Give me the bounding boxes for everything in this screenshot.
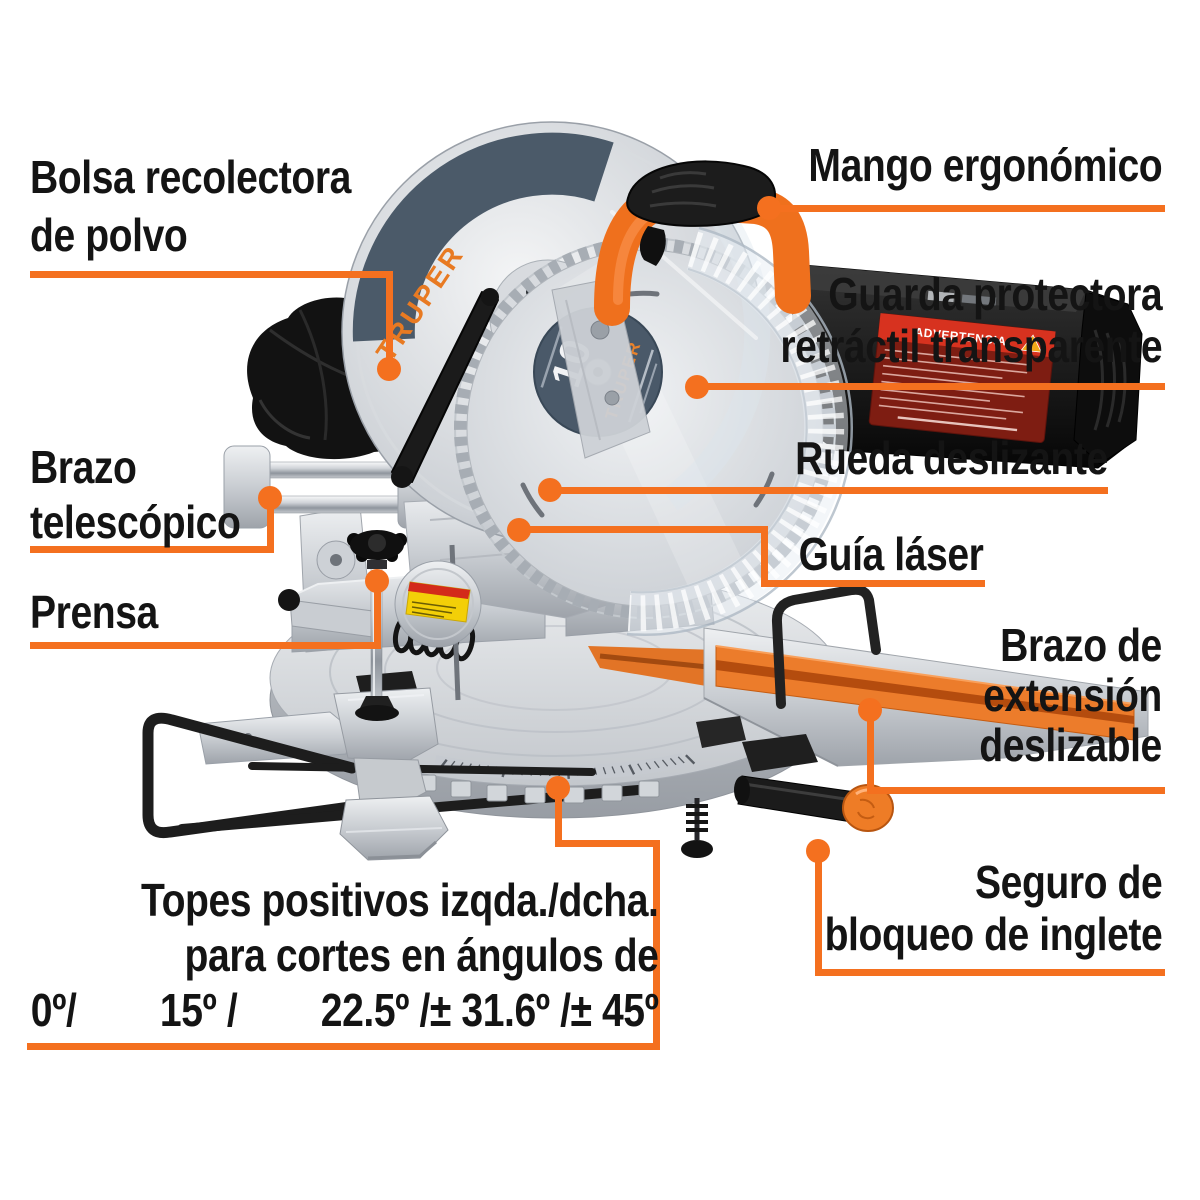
motor-end-cap bbox=[1073, 291, 1143, 465]
callout-text: Prensa bbox=[30, 586, 158, 638]
callout-label-seguro: Seguro de bloqueo de inglete bbox=[824, 856, 1162, 960]
callout-label-prensa: Prensa bbox=[30, 585, 158, 640]
trigger bbox=[639, 226, 666, 266]
callout-line-guia-h1 bbox=[518, 526, 768, 533]
callout-text: telescópico bbox=[30, 496, 241, 548]
callout-label-bolsa: Bolsa recolectora de polvo bbox=[30, 148, 351, 264]
guard-ribs bbox=[627, 231, 845, 632]
callout-line-brazo-extension bbox=[867, 787, 1165, 794]
laser-module bbox=[394, 560, 482, 648]
callout-text: Guía láser bbox=[798, 528, 983, 580]
clamp-knob bbox=[278, 589, 300, 611]
callout-line-brazo-telescopico-v bbox=[267, 498, 274, 553]
callout-text-angles: 0º/ 15º / 22.5º /± 31.6º /± 45º bbox=[30, 984, 658, 1036]
callout-text: de polvo bbox=[30, 209, 188, 261]
callout-dot-seguro bbox=[806, 839, 830, 863]
callout-line-topes-v2 bbox=[653, 840, 660, 1050]
carry-handle bbox=[391, 288, 499, 488]
extension-table-right bbox=[696, 627, 1149, 772]
leveling-foot bbox=[681, 791, 713, 858]
callout-label-mango: Mango ergonómico bbox=[808, 138, 1162, 193]
callout-dot-guarda bbox=[685, 375, 709, 399]
callout-text: deslizable bbox=[979, 719, 1162, 771]
warning-triangle-icon bbox=[1020, 334, 1043, 353]
callout-text: Seguro de bbox=[974, 856, 1163, 908]
guard-bracket bbox=[551, 277, 651, 459]
callout-label-guarda: Guarda protectora retráctil transparente bbox=[780, 268, 1162, 372]
callout-line-brazo-telescopico bbox=[30, 546, 274, 553]
callout-dot-prensa bbox=[365, 569, 389, 593]
callout-line-rueda bbox=[549, 487, 1108, 494]
callout-dot-guia bbox=[507, 518, 531, 542]
callout-line-prensa bbox=[30, 642, 381, 649]
callout-line-prensa-v bbox=[374, 581, 381, 649]
callout-label-brazo-extension: Brazo de extensión deslizable bbox=[979, 620, 1162, 770]
callout-dot-brazo-extension bbox=[858, 698, 882, 722]
callout-label-brazo-telescopico: Brazo telescópico bbox=[30, 440, 241, 550]
callout-dot-rueda bbox=[538, 478, 562, 502]
callout-text: bloqueo de inglete bbox=[824, 908, 1162, 960]
kerf-slot bbox=[599, 653, 719, 671]
callout-text: extensión bbox=[983, 669, 1162, 721]
callout-line-brazo-extension-v bbox=[867, 710, 874, 794]
callout-line-guia-h2 bbox=[761, 580, 985, 587]
callout-text: retráctil transparente bbox=[780, 320, 1162, 372]
callout-text: Topes positivos izqda./dcha. bbox=[140, 874, 659, 926]
callout-line-seguro bbox=[815, 969, 1165, 976]
callout-text: Bolsa recolectora bbox=[30, 151, 351, 203]
callout-text: Brazo bbox=[30, 441, 137, 493]
callout-line-topes-h2 bbox=[27, 1043, 660, 1050]
callout-line-guarda bbox=[696, 383, 1165, 390]
callout-text: Brazo de bbox=[1000, 619, 1162, 671]
callout-text: Guarda protectora bbox=[828, 268, 1162, 320]
callout-line-topes-h1 bbox=[555, 840, 660, 847]
clamp-foot bbox=[355, 705, 399, 721]
callout-label-guia: Guía láser bbox=[798, 527, 983, 582]
callout-line-guia-v bbox=[761, 526, 768, 587]
extension-arm-right bbox=[681, 584, 894, 858]
callout-label-rueda: Rueda deslizante bbox=[795, 431, 1108, 486]
callout-text: Rueda deslizante bbox=[795, 432, 1108, 484]
clamp-star-knob bbox=[347, 530, 407, 569]
callout-dot-bolsa bbox=[377, 357, 401, 381]
laser-warning-label bbox=[405, 581, 471, 623]
callout-text: Mango ergonómico bbox=[808, 139, 1162, 191]
miter-lock-knob bbox=[333, 671, 449, 861]
callout-line-bolsa-v bbox=[386, 271, 393, 375]
callout-line-topes-v1 bbox=[555, 788, 562, 847]
ergonomic-handle bbox=[594, 160, 811, 326]
callout-line-bolsa bbox=[30, 271, 393, 278]
callout-text: para cortes en ángulos de bbox=[184, 929, 658, 981]
callout-label-topes: Topes positivos izqda./dcha. para cortes… bbox=[30, 873, 658, 1038]
callout-line-mango bbox=[769, 205, 1165, 212]
callout-dot-brazo-telescopico bbox=[258, 486, 282, 510]
callout-dot-mango bbox=[757, 196, 781, 220]
blade-guard bbox=[551, 177, 853, 636]
callout-line-seguro-v bbox=[815, 851, 822, 976]
